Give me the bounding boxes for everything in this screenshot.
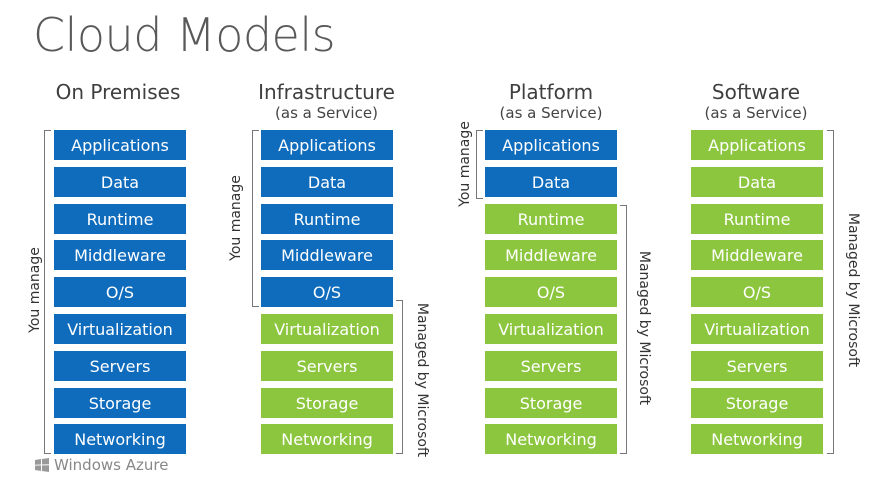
layer-storage-iaas: Storage	[261, 388, 393, 418]
bracket-you-manage-paas	[476, 130, 483, 199]
layer-data-saas: Data	[691, 167, 823, 197]
layer-o-s-paas: O/S	[485, 277, 617, 307]
layer-servers-on-premises: Servers	[54, 351, 186, 381]
label-you-manage-paas: You manage	[457, 121, 473, 207]
layer-servers-saas: Servers	[691, 351, 823, 381]
layer-runtime-saas: Runtime	[691, 204, 823, 234]
layer-networking-paas: Networking	[485, 424, 617, 454]
label-you-manage-iaas: You manage	[228, 175, 244, 261]
windows-flag-icon	[34, 458, 50, 472]
layer-servers-paas: Servers	[485, 351, 617, 381]
layer-networking-saas: Networking	[691, 424, 823, 454]
layer-middleware-on-premises: Middleware	[54, 240, 186, 270]
column-header-iaas: Infrastructure (as a Service)	[249, 80, 404, 122]
layer-runtime-paas: Runtime	[485, 204, 617, 234]
layer-storage-on-premises: Storage	[54, 388, 186, 418]
column-header-paas: Platform (as a Service)	[477, 80, 625, 122]
layer-o-s-on-premises: O/S	[54, 277, 186, 307]
layer-data-paas: Data	[485, 167, 617, 197]
layer-virtualization-on-premises: Virtualization	[54, 314, 186, 344]
page-title: Cloud Models	[33, 8, 336, 62]
windows-azure-logo: Windows Azure	[34, 456, 168, 474]
column-subtitle: (as a Service)	[275, 104, 378, 122]
layer-virtualization-iaas: Virtualization	[261, 314, 393, 344]
label-managed-saas: Managed by Microsoft	[845, 212, 861, 368]
layer-applications-on-premises: Applications	[54, 130, 186, 160]
layer-data-on-premises: Data	[54, 167, 186, 197]
layer-o-s-saas: O/S	[691, 277, 823, 307]
column-header-on-premises: On Premises	[52, 80, 184, 104]
column-title: Software	[711, 80, 801, 104]
bracket-managed-iaas	[396, 300, 403, 454]
column-title: Platform	[508, 80, 594, 104]
column-title: Infrastructure	[258, 80, 395, 104]
layer-middleware-saas: Middleware	[691, 240, 823, 270]
layer-applications-saas: Applications	[691, 130, 823, 160]
label-managed-iaas: Managed by Microsoft	[414, 302, 430, 458]
layer-runtime-iaas: Runtime	[261, 204, 393, 234]
layer-applications-paas: Applications	[485, 130, 617, 160]
layer-networking-iaas: Networking	[261, 424, 393, 454]
column-subtitle: (as a Service)	[499, 104, 603, 122]
column-subtitle: (as a Service)	[704, 104, 808, 122]
layer-virtualization-paas: Virtualization	[485, 314, 617, 344]
layer-data-iaas: Data	[261, 167, 393, 197]
bracket-you-manage-on-premises	[44, 130, 51, 454]
logo-text: Windows Azure	[54, 456, 169, 474]
layer-servers-iaas: Servers	[261, 351, 393, 381]
layer-middleware-iaas: Middleware	[261, 240, 393, 270]
column-header-saas: Software (as a Service)	[682, 80, 830, 122]
layer-networking-on-premises: Networking	[54, 424, 186, 454]
column-title: On Premises	[55, 80, 181, 104]
layer-virtualization-saas: Virtualization	[691, 314, 823, 344]
layer-runtime-on-premises: Runtime	[54, 204, 186, 234]
label-managed-paas: Managed by Microsoft	[636, 250, 652, 406]
bracket-managed-paas	[620, 205, 627, 454]
layer-o-s-iaas: O/S	[261, 277, 393, 307]
layer-storage-saas: Storage	[691, 388, 823, 418]
bracket-you-manage-iaas	[252, 130, 259, 307]
layer-applications-iaas: Applications	[261, 130, 393, 160]
bracket-managed-saas	[827, 130, 834, 454]
layer-storage-paas: Storage	[485, 388, 617, 418]
label-you-manage-on-premises: You manage	[27, 247, 43, 333]
layer-middleware-paas: Middleware	[485, 240, 617, 270]
